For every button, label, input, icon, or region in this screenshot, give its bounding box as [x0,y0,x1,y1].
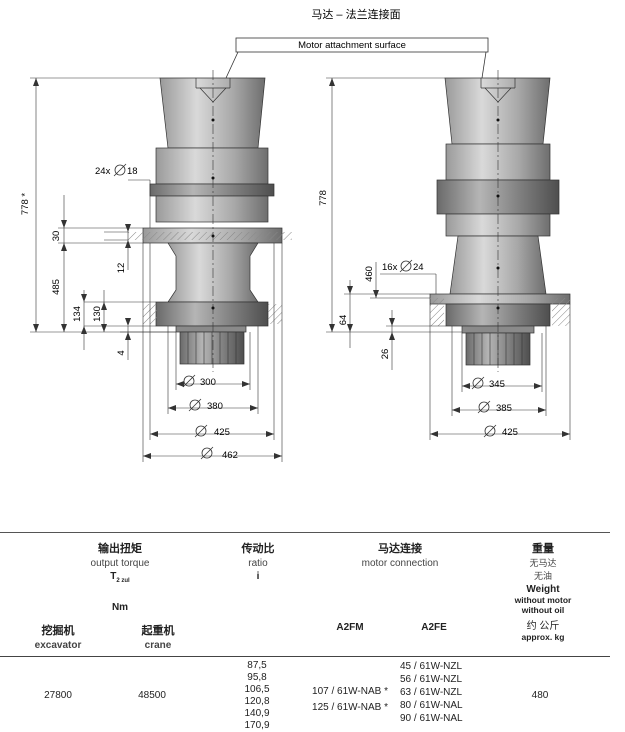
weight-cn: 重量 [532,543,554,555]
holes-count-right: 16x [382,262,398,273]
motor-a2fm: A2FM [336,622,364,633]
table-top-rule [0,532,610,533]
weight-cn2: 无马达 [529,558,557,568]
torque-header: 输出扭矩 output torque T2 zul Nm [60,540,180,613]
dia-345: 345 [489,379,505,390]
ratio-cn: 传动比 [241,543,275,555]
weight-header: 重量 无马达 无油 Weight without motor without o… [490,540,596,642]
list-item: 125 / 61W-NAB * [312,702,388,713]
motor-en: motor connection [361,558,439,569]
dia-462: 462 [222,450,238,461]
ratio-list: 87,5 95,8 106,5 120,8 140,9 170,9 [232,660,282,732]
weight-en: Weight [526,584,560,595]
dia-380: 380 [207,401,223,412]
dim-30: 30 [51,231,62,242]
torque-unit: Nm [111,602,129,613]
label-box [235,37,489,53]
list-item: 80 / 61W-NAL [400,700,463,711]
table-mid-rule [0,656,610,657]
crane-value: 48500 [138,690,166,701]
list-item: 90 / 61W-NAL [400,713,463,724]
dim-485: 485 [51,279,62,295]
ratio-symbol: i [256,571,260,582]
dia-300: 300 [200,377,216,388]
list-item: 107 / 61W-NAB * [312,686,388,697]
list-item: 140,9 [244,708,270,719]
excavator-value: 27800 [44,690,72,701]
diameter-icon [182,374,214,460]
holes-count-left: 24x [95,166,111,177]
right-dimensions [326,77,571,440]
spec-table: 输出扭矩 output torque T2 zul Nm 传动比 ratio i… [0,532,625,732]
ratio-en: ratio [248,558,268,569]
list-item: 45 / 61W-NZL [400,661,463,672]
motor-header: 马达连接 motor connection [330,540,470,569]
weight-cn3: 无油 [533,571,552,581]
ratio-header: 传动比 ratio i [218,540,298,582]
dim-4: 4 [116,350,127,355]
hole-dia-left: 18 [127,166,138,177]
excavator-header: 挖掘机 excavator [18,622,98,651]
torque-en: output torque [90,558,150,569]
dia-385: 385 [496,403,512,414]
dim-778-right: 778 [318,190,329,206]
a2fe-list: 45 / 61W-NZL 56 / 61W-NZL 63 / 61W-NZL 8… [400,660,480,725]
drawing-title-en: Motor attachment surface [298,40,406,51]
dim-64: 64 [338,315,349,326]
list-item: 56 / 61W-NZL [400,674,463,685]
dia-425-right: 425 [502,427,518,438]
list-item: 95,8 [247,672,267,683]
list-item: 63 / 61W-NZL [400,687,463,698]
torque-symbol: T2 zul [110,571,130,584]
weight-en3: without oil [521,605,565,615]
crane-cn: 起重机 [141,625,175,637]
left-arrows [33,78,282,459]
crane-header: 起重机 crane [118,622,198,651]
leader-right [481,51,487,79]
list-item: 106,5 [244,684,270,695]
right-gearbox [429,70,571,372]
technical-drawing: 马达 – 法兰连接面 Motor attachment surface [20,7,571,462]
weight-value: 480 [531,690,549,701]
left-gearbox [128,70,292,372]
diameter-icon [399,259,497,438]
dim-12: 12 [116,263,127,274]
dim-460: 460 [364,266,375,282]
list-item: 170,9 [244,720,270,731]
weight-en2: without motor [514,595,572,605]
torque-cn: 输出扭矩 [98,543,142,555]
motor-a2fe: A2FE [421,622,447,633]
excavator-en: excavator [34,640,82,651]
list-item: 87,5 [247,660,267,671]
list-item: 120,8 [244,696,270,707]
drawing-title-cn: 马达 – 法兰连接面 [311,7,400,21]
dim-26: 26 [380,349,391,360]
crane-en: crane [144,640,172,651]
hole-dia-right: 24 [413,262,424,273]
dim-130: 130 [92,306,103,322]
leader-left [225,51,239,79]
dia-425-left: 425 [214,427,230,438]
left-dimensions [30,77,283,462]
dim-778-left: 778 * [20,193,31,215]
weight-en4: approx. kg [521,632,565,642]
dim-134: 134 [72,306,83,322]
weight-cn4: 约 公斤 [526,621,560,632]
diameter-icon [113,163,127,177]
a2fm-list: 107 / 61W-NAB * 125 / 61W-NAB * [300,684,400,716]
motor-cn: 马达连接 [378,543,422,555]
excavator-cn: 挖掘机 [41,625,75,637]
right-arrows [329,78,570,437]
